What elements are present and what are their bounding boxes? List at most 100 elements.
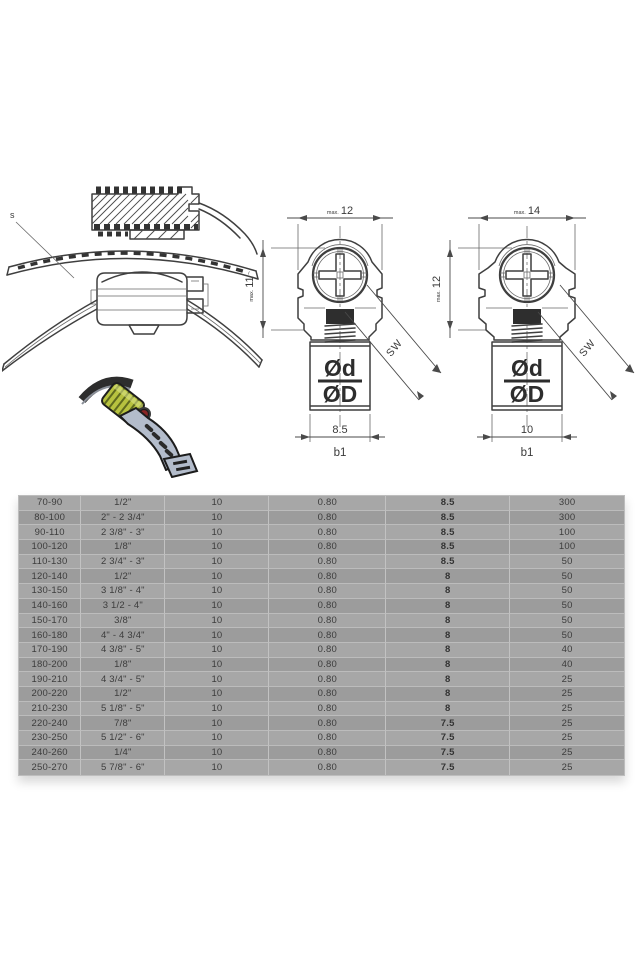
top-dimension: max.14 [514, 205, 540, 217]
render-band-tip [162, 452, 199, 478]
screw-head [311, 246, 369, 304]
table-row: 250-270 5 7/8" - 6" 10 0.80 7.5 25 [19, 760, 624, 776]
table-cell-value-3: 8.5 [386, 525, 511, 541]
housing-hatching [91, 193, 200, 229]
table-cell-value-2: 0.80 [269, 613, 387, 629]
table-cell-value-3: 8.5 [386, 510, 511, 526]
table-cell-inch-range: 3/8" [81, 613, 166, 629]
table-cell-value-1: 10 [165, 672, 270, 687]
table-cell-value-3: 8 [386, 569, 511, 585]
table-cell-inch-range: 1/2" [81, 569, 166, 585]
table-cell-value-1: 10 [165, 584, 270, 599]
table-cell-range: 130-150 [19, 584, 82, 599]
table-cell-value-3: 8 [386, 642, 511, 658]
table-cell-value-1: 10 [165, 701, 270, 717]
table-cell-value-2: 0.80 [269, 584, 387, 599]
table-cell-value-1: 10 [165, 525, 270, 541]
table-cell-range: 80-100 [19, 510, 82, 526]
table-row: 160-180 4" - 4 3/4" 10 0.80 8 50 [19, 628, 624, 643]
band-outline [309, 341, 371, 411]
table-cell-inch-range: 5 1/2" - 6" [81, 731, 166, 746]
table-cell-value-2: 0.80 [269, 510, 387, 526]
table-cell-quantity: 50 [510, 555, 624, 570]
screw-body [326, 309, 354, 324]
table-cell-range: 70-90 [19, 496, 82, 511]
table-cell-value-1: 10 [165, 613, 270, 629]
band-width-name: b1 [521, 447, 534, 459]
table-cell-quantity: 25 [510, 716, 624, 731]
table-cell-value-2: 0.80 [269, 642, 387, 658]
band-width-dimension: 10 [521, 424, 533, 436]
render-band-dark [78, 376, 134, 404]
housing-outline [297, 238, 383, 341]
table-cell-inch-range: 1/8" [81, 540, 166, 555]
table-cell-inch-range: 7/8" [81, 716, 166, 731]
table-cell-value-2: 0.80 [269, 554, 387, 570]
table-cell-value-1: 10 [165, 760, 270, 776]
table-cell-range: 110-130 [19, 554, 82, 570]
table-cell-value-3: 8 [386, 598, 511, 614]
table-cell-value-2: 0.80 [269, 745, 387, 761]
table-cell-value-3: 8 [386, 613, 511, 629]
table-cell-quantity: 40 [510, 643, 624, 658]
table-row: 140-160 3 1/2 - 4" 10 0.80 8 50 [19, 598, 624, 614]
table-cell-range: 100-120 [19, 540, 82, 555]
table-row: 130-150 3 1/8" - 4" 10 0.80 8 50 [19, 584, 624, 599]
table-cell-quantity: 25 [510, 746, 624, 761]
table-cell-range: 220-240 [19, 716, 82, 731]
table-cell-inch-range: 1/2" [81, 686, 166, 702]
table-cell-range: 160-180 [19, 628, 82, 643]
table-cell-value-2: 0.80 [269, 628, 387, 643]
spec-table-body: 70-90 1/2" 10 0.80 8.5 300 80-100 2" - 2… [19, 496, 624, 776]
render-band-gray [119, 407, 183, 471]
table-row: 110-130 2 3/4" - 3" 10 0.80 8.5 50 [19, 554, 624, 570]
render-band-slots [144, 423, 174, 458]
table-cell-inch-range: 1/2" [81, 496, 166, 511]
band-width-dimension: 8.5 [332, 424, 347, 436]
table-cell-range: 140-160 [19, 598, 82, 614]
table-cell-value-1: 10 [165, 731, 270, 746]
table-cell-inch-range: 4" - 4 3/4" [81, 628, 166, 643]
table-cell-value-2: 0.80 [269, 672, 387, 687]
table-cell-quantity: 50 [510, 628, 624, 643]
side-dimension: max.12 [432, 276, 443, 302]
table-cell-range: 120-140 [19, 569, 82, 585]
table-cell-value-2: 0.80 [269, 525, 387, 541]
table-row: 220-240 7/8" 10 0.80 7.5 25 [19, 716, 624, 731]
dimension-diagram-small: max.12 max.11 Ød ØD SW 8.5 b1 [245, 205, 442, 459]
table-cell-value-3: 8.5 [386, 496, 511, 511]
table-row: 180-200 1/8" 10 0.80 8 40 [19, 657, 624, 673]
table-cell-quantity: 25 [510, 687, 624, 702]
sw-label: SW [577, 337, 598, 359]
table-cell-value-3: 7.5 [386, 716, 511, 731]
table-cell-quantity: 25 [510, 702, 624, 717]
render-tip-markings [172, 459, 191, 472]
sw-label: SW [384, 337, 405, 359]
table-cell-value-2: 0.80 [269, 569, 387, 585]
table-cell-value-2: 0.80 [269, 598, 387, 614]
table-cell-value-2: 0.80 [269, 760, 387, 776]
table-cell-inch-range: 2 3/4" - 3" [81, 554, 166, 570]
table-cell-value-1: 10 [165, 496, 270, 511]
table-cell-value-3: 8 [386, 686, 511, 702]
table-cell-value-3: 8.5 [386, 540, 511, 555]
table-cell-value-2: 0.80 [269, 540, 387, 555]
table-cell-value-2: 0.80 [269, 657, 387, 673]
table-cell-value-1: 10 [165, 510, 270, 526]
table-cell-value-2: 0.80 [269, 716, 387, 731]
table-row: 190-210 4 3/4" - 5" 10 0.80 8 25 [19, 672, 624, 687]
outer-diameter-label: ØD [323, 381, 358, 407]
table-cell-value-1: 10 [165, 569, 270, 585]
table-cell-value-2: 0.80 [269, 496, 387, 511]
table-cell-range: 210-230 [19, 701, 82, 717]
table-cell-value-1: 10 [165, 598, 270, 614]
table-cell-value-3: 8 [386, 672, 511, 687]
table-cell-value-1: 10 [165, 657, 270, 673]
table-cell-inch-range: 2" - 2 3/4" [81, 510, 166, 526]
phillips-cross [505, 253, 549, 297]
clamp-section-and-plan-drawing: s [2, 186, 263, 372]
band-perforations [17, 251, 250, 275]
table-row: 90-110 2 3/8" - 3" 10 0.80 8.5 100 [19, 525, 624, 541]
table-row: 230-250 5 1/2" - 6" 10 0.80 7.5 25 [19, 731, 624, 746]
